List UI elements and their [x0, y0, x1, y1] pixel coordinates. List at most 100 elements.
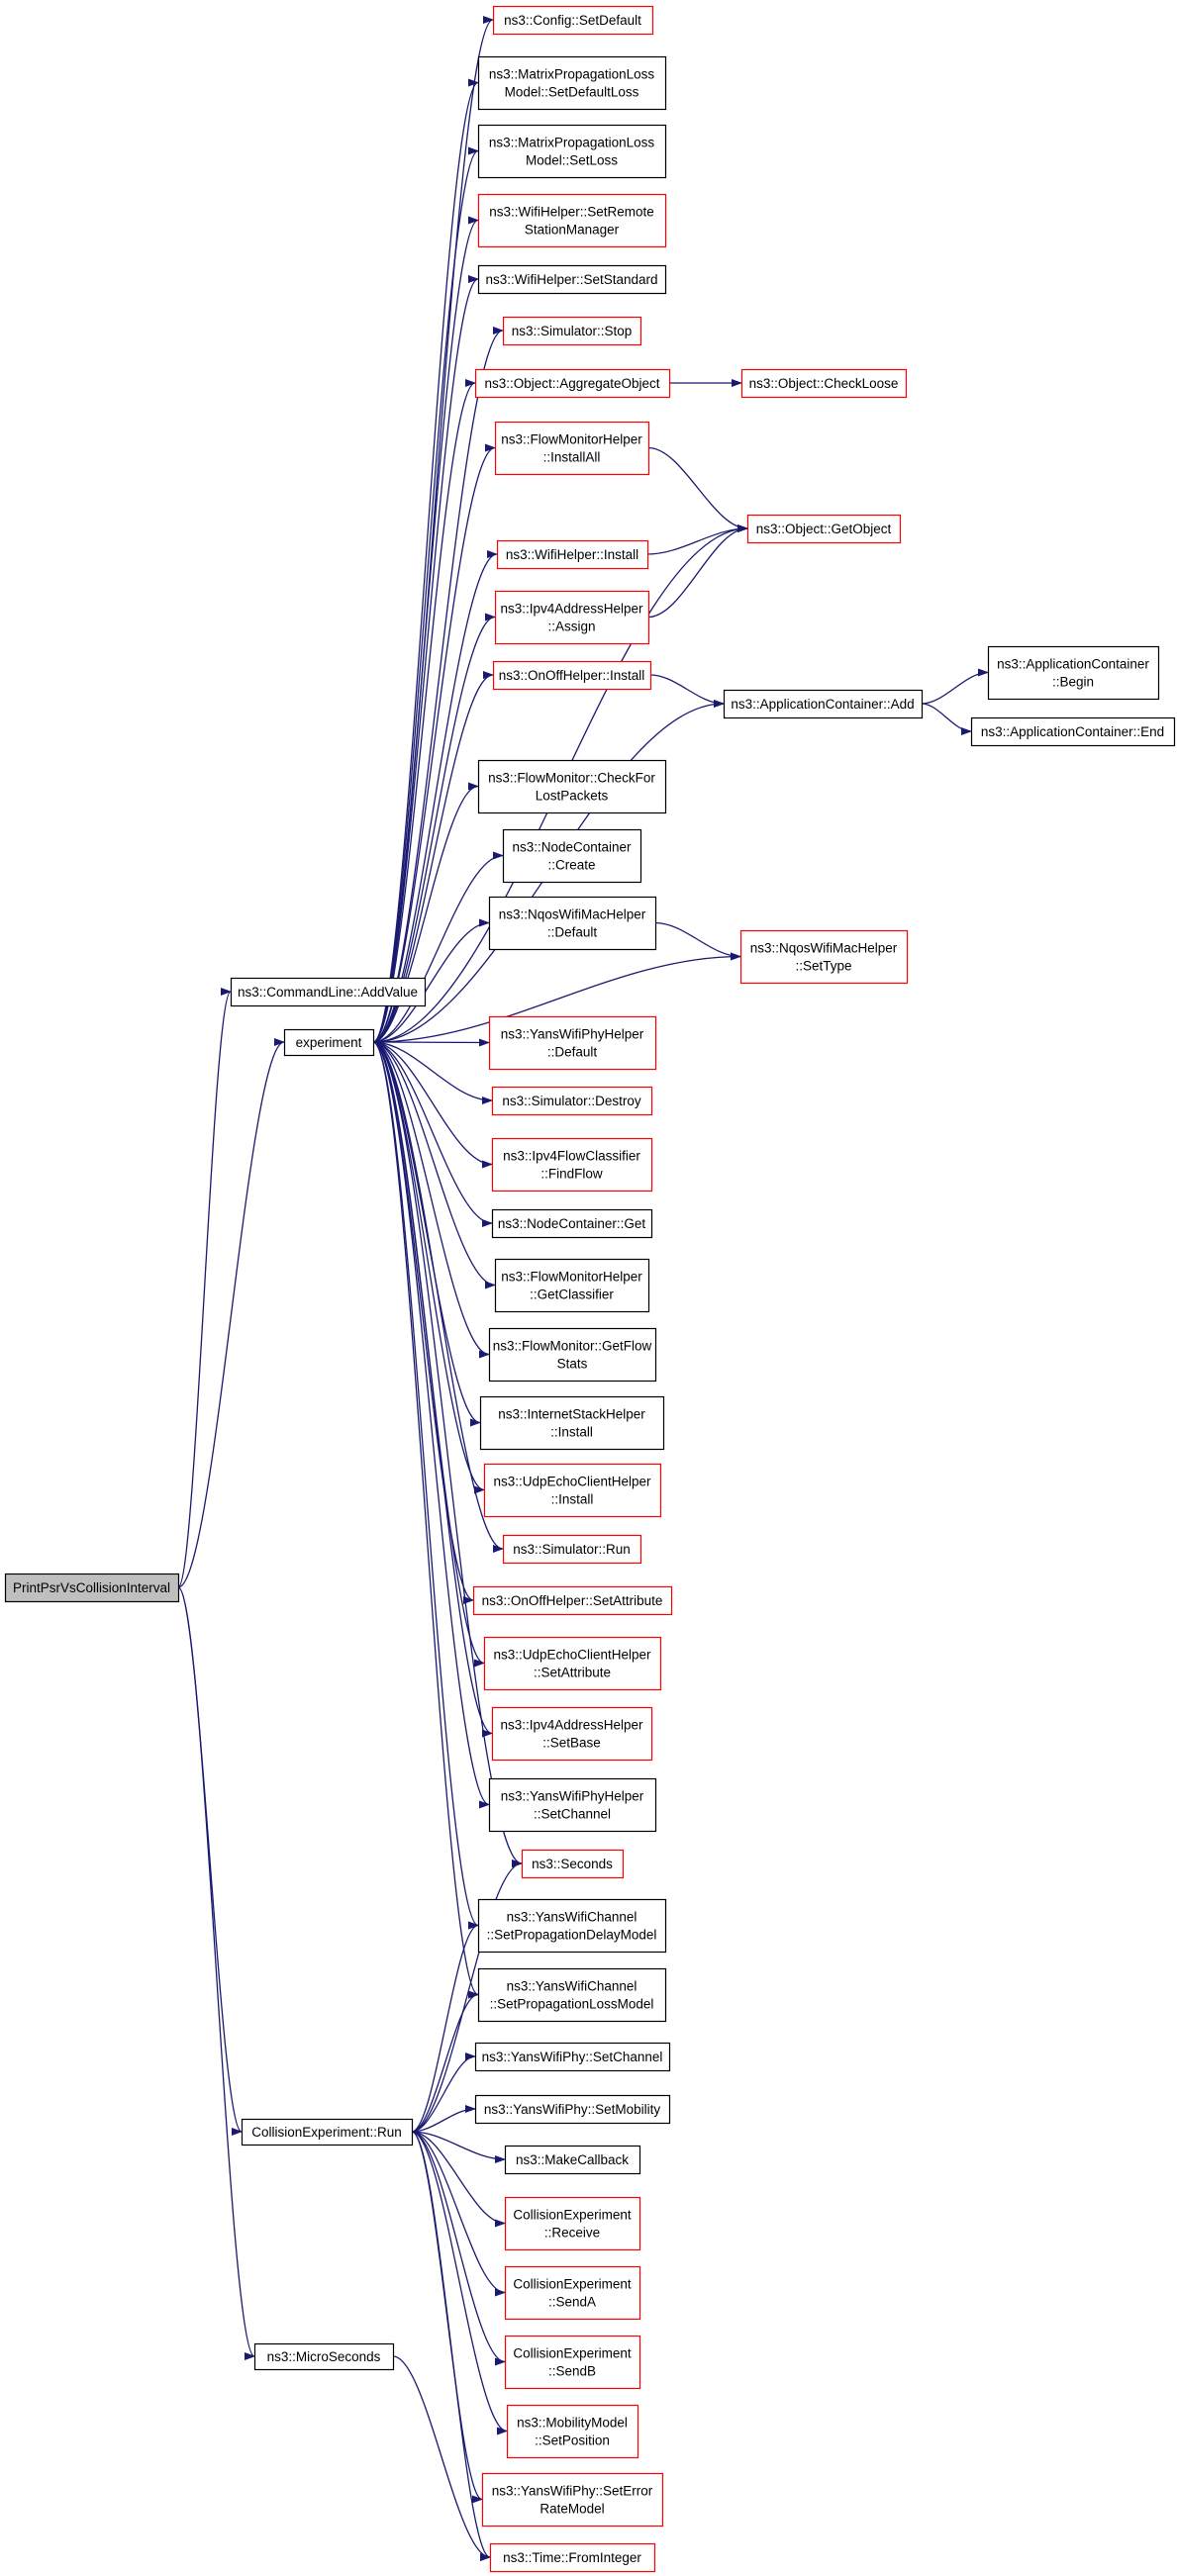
node-udp-install[interactable]: ns3::UdpEchoClientHelper::Install	[483, 1463, 662, 1518]
edge-collision_run-to-seconds	[411, 1860, 523, 2133]
node-aggregate-object[interactable]: ns3::Object::AggregateObject	[474, 368, 671, 399]
node-label: ns3::NqosWifiMacHelper	[750, 941, 898, 956]
node-nqos-default[interactable]: ns3::NqosWifiMacHelper::Default	[488, 896, 657, 951]
node-box	[494, 421, 650, 476]
node-check-loose[interactable]: ns3::Object::CheckLoose	[740, 368, 908, 399]
node-root[interactable]: PrintPsrVsCollisionInterval	[4, 1573, 180, 1603]
node-ipv4-assign[interactable]: ns3::Ipv4AddressHelper::Assign	[494, 590, 650, 645]
node-get-object[interactable]: ns3::Object::GetObject	[746, 514, 902, 544]
node-chan-set-loss[interactable]: ns3::YansWifiChannel::SetPropagationLoss…	[477, 1967, 667, 2023]
node-box	[491, 1086, 653, 1116]
node-label: ::SetPosition	[535, 2433, 610, 2448]
node-make-callback[interactable]: ns3::MakeCallback	[504, 2145, 641, 2175]
node-box	[474, 368, 671, 399]
node-add-value[interactable]: ns3::CommandLine::AddValue	[230, 977, 427, 1007]
node-config-set-default[interactable]: ns3::Config::SetDefault	[492, 5, 654, 36]
node-label: ::SetType	[795, 959, 851, 974]
node-experiment[interactable]: experiment	[283, 1028, 375, 1057]
node-ce-receive[interactable]: CollisionExperiment::Receive	[504, 2196, 641, 2251]
node-box	[481, 2472, 664, 2528]
node-box	[739, 929, 909, 985]
node-collision-run[interactable]: CollisionExperiment::Run	[241, 2118, 414, 2147]
node-label: ::FindFlow	[540, 1167, 603, 1182]
node-label: ns3::YansWifiPhy::SetError	[492, 2484, 653, 2499]
node-nqos-set-type[interactable]: ns3::NqosWifiMacHelper::SetType	[739, 929, 909, 985]
node-udp-set-attr[interactable]: ns3::UdpEchoClientHelper::SetAttribute	[483, 1636, 662, 1691]
node-box	[506, 2404, 639, 2459]
node-ce-send-b[interactable]: CollisionExperiment::SendB	[504, 2335, 641, 2390]
edge-experiment-to-ipv4_set_base	[372, 1041, 493, 1738]
node-time-from-integer[interactable]: ns3::Time::FromInteger	[489, 2542, 656, 2573]
node-label: ns3::YansWifiChannel	[507, 1910, 638, 1925]
node-box	[987, 645, 1160, 701]
node-inet-install[interactable]: ns3::InternetStackHelper::Install	[479, 1395, 665, 1451]
node-wifi-set-standard[interactable]: ns3::WifiHelper::SetStandard	[477, 264, 667, 295]
node-app-add[interactable]: ns3::ApplicationContainer::Add	[723, 689, 924, 719]
node-label: ns3::ApplicationContainer	[997, 657, 1149, 672]
edge-collision_run-to-phy_set_mobility	[411, 2105, 476, 2133]
node-label: ns3::Ipv4AddressHelper	[500, 1718, 643, 1733]
node-flowmon-get-classifier[interactable]: ns3::FlowMonitorHelper::GetClassifier	[494, 1258, 650, 1313]
node-ipv4-set-base[interactable]: ns3::Ipv4AddressHelper::SetBase	[491, 1706, 653, 1762]
node-mob-set-position[interactable]: ns3::MobilityModel::SetPosition	[506, 2404, 639, 2459]
node-box	[502, 316, 642, 346]
node-seconds[interactable]: ns3::Seconds	[521, 1849, 625, 1879]
node-sim-run[interactable]: ns3::Simulator::Run	[502, 1534, 642, 1565]
node-box	[492, 5, 654, 36]
call-nodes: PrintPsrVsCollisionInterval ns3::CommandL…	[4, 5, 1176, 2573]
edge-collision_run-to-phy_set_channel	[411, 2052, 476, 2133]
node-app-end[interactable]: ns3::ApplicationContainer::End	[970, 716, 1176, 747]
edge-root-to-experiment	[177, 1038, 285, 1588]
node-label: ns3::FlowMonitorHelper	[501, 432, 642, 447]
edge-experiment-to-aggregate_object	[372, 379, 476, 1043]
node-ce-send-a[interactable]: CollisionExperiment::SendA	[504, 2265, 641, 2321]
edge-root-to-collision_run	[177, 1586, 243, 2136]
node-node-get[interactable]: ns3::NodeContainer::Get	[491, 1208, 653, 1239]
node-matrix-set-default-loss[interactable]: ns3::MatrixPropagationLossModel::SetDefa…	[477, 55, 667, 111]
node-label: CollisionExperiment::Run	[251, 2125, 402, 2140]
node-box	[477, 193, 667, 248]
node-micro-seconds[interactable]: ns3::MicroSeconds	[253, 2342, 395, 2371]
node-yans-phy-set-channel[interactable]: ns3::YansWifiPhyHelper::SetChannel	[488, 1777, 657, 1833]
node-box	[477, 264, 667, 295]
node-ipv4-find-flow[interactable]: ns3::Ipv4FlowClassifier::FindFlow	[491, 1137, 653, 1193]
node-box	[477, 759, 667, 814]
edge-experiment-to-onoff_set_attr	[372, 1041, 474, 1604]
node-onoff-set-attr[interactable]: ns3::OnOffHelper::SetAttribute	[472, 1585, 673, 1616]
edge-experiment-to-flowmon_check_lost	[372, 782, 479, 1043]
node-phy-set-channel[interactable]: ns3::YansWifiPhy::SetChannel	[474, 2042, 671, 2072]
node-box	[477, 124, 667, 179]
edge-experiment-to-yans_phy_default	[372, 1038, 490, 1047]
edge-wifi_install-to-get_object	[646, 525, 748, 555]
edge-experiment-to-wifi_set_remote	[372, 216, 479, 1043]
node-sim-destroy[interactable]: ns3::Simulator::Destroy	[491, 1086, 653, 1116]
edge-flowmon_install_all-to-get_object	[647, 446, 748, 532]
edge-experiment-to-wifi_set_standard	[372, 275, 479, 1043]
node-box	[483, 1463, 662, 1518]
edge-collision_run-to-mob_set_position	[411, 2131, 508, 2435]
node-box	[483, 1636, 662, 1691]
node-box	[230, 977, 427, 1007]
node-app-begin[interactable]: ns3::ApplicationContainer::Begin	[987, 645, 1160, 701]
node-label: ns3::ApplicationContainer::Add	[731, 697, 914, 712]
node-phy-set-mobility[interactable]: ns3::YansWifiPhy::SetMobility	[474, 2094, 671, 2125]
node-node-create[interactable]: ns3::NodeContainer::Create	[502, 828, 642, 884]
node-flowmon-install-all[interactable]: ns3::FlowMonitorHelper::InstallAll	[494, 421, 650, 476]
node-sim-stop[interactable]: ns3::Simulator::Stop	[502, 316, 642, 346]
node-chan-set-delay[interactable]: ns3::YansWifiChannel::SetPropagationDela…	[477, 1898, 667, 1954]
node-label: ns3::Time::FromInteger	[503, 2550, 641, 2565]
node-label: CollisionExperiment	[513, 2346, 632, 2361]
node-onoff-install[interactable]: ns3::OnOffHelper::Install	[492, 660, 652, 691]
node-wifi-install[interactable]: ns3::WifiHelper::Install	[496, 539, 649, 570]
node-box	[494, 590, 650, 645]
node-yans-phy-default[interactable]: ns3::YansWifiPhyHelper::Default	[488, 1015, 657, 1071]
node-label: ::Default	[547, 925, 598, 940]
edge-root-to-add_value	[177, 988, 232, 1588]
edge-collision_run-to-ce_receive	[411, 2131, 506, 2228]
node-label: ::Begin	[1052, 675, 1094, 690]
